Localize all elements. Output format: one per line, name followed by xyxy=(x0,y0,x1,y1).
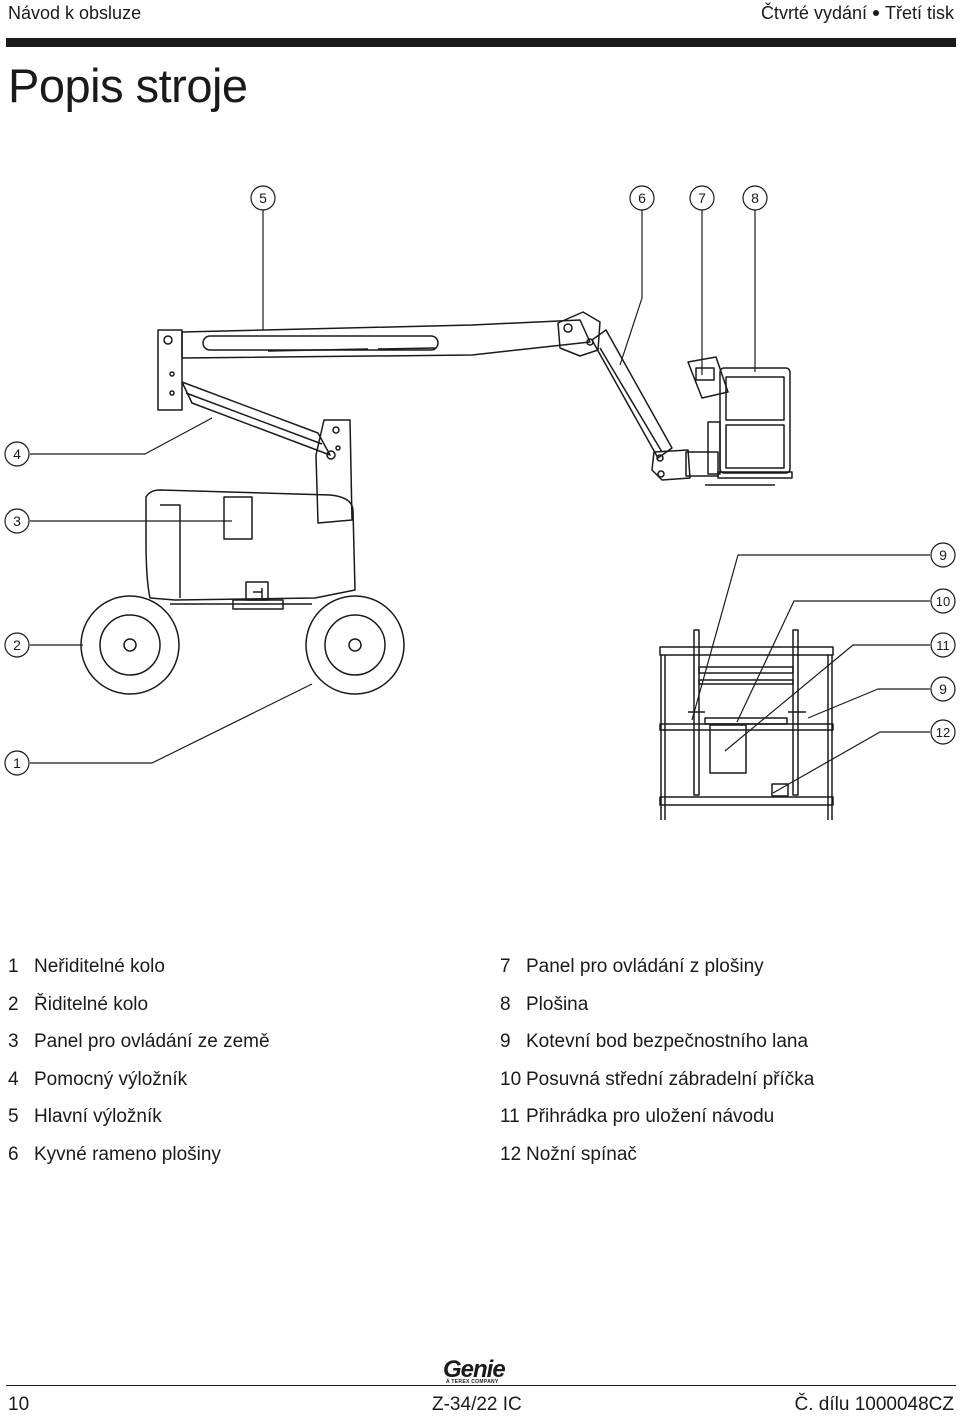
callout-4: 4 xyxy=(4,441,30,467)
main-boom xyxy=(181,311,601,359)
riser-boom xyxy=(157,329,353,524)
footer-rule xyxy=(6,1385,956,1386)
header-manual-title: Návod k obsluze xyxy=(8,3,142,23)
page-title: Popis stroje xyxy=(8,59,248,112)
svg-text:8: 8 xyxy=(751,190,759,206)
svg-text:11: 11 xyxy=(936,638,950,653)
page-number: 10 xyxy=(8,1394,30,1415)
callout-5: 5 xyxy=(250,185,276,211)
chassis xyxy=(145,489,356,610)
genie-logo: Genie A TEREX COMPANY xyxy=(443,1356,517,1386)
jib-arm xyxy=(591,329,721,481)
header-printing-text: Třetí tisk xyxy=(884,3,954,23)
callout-10: 10 xyxy=(930,588,956,614)
bullet-icon xyxy=(872,10,879,17)
svg-text:4: 4 xyxy=(13,446,21,462)
svg-text:7: 7 xyxy=(698,190,706,206)
callout-2: 2 xyxy=(4,632,30,658)
svg-text:9: 9 xyxy=(939,681,947,697)
callout-7: 7 xyxy=(689,185,715,211)
platform-side xyxy=(687,356,793,486)
svg-text:2: 2 xyxy=(13,637,21,653)
svg-text:1: 1 xyxy=(13,755,21,771)
header-edition: Čtvrté vydání Třetí tisk xyxy=(761,3,954,24)
header-edition-text: Čtvrté vydání xyxy=(760,3,867,23)
model-name: Z-34/22 IC xyxy=(432,1394,522,1415)
part-number: Č. dílu 1000048CZ xyxy=(794,1394,955,1415)
callouts: 5 6 7 8 4 3 2 1 9 10 11 9 12 xyxy=(4,185,956,776)
callout-3: 3 xyxy=(4,508,30,534)
callout-1: 1 xyxy=(4,750,30,776)
callout-9-bottom: 9 xyxy=(930,676,956,702)
machine-diagram: 5 6 7 8 4 3 2 1 9 10 11 9 12 xyxy=(4,185,956,820)
header-rule xyxy=(6,38,956,47)
callout-8: 8 xyxy=(742,185,768,211)
logo-wordmark: Genie xyxy=(443,1356,506,1383)
wheels xyxy=(80,595,405,695)
svg-text:3: 3 xyxy=(13,513,21,529)
svg-text:9: 9 xyxy=(939,547,947,563)
svg-text:5: 5 xyxy=(259,190,267,206)
callout-12: 12 xyxy=(930,719,956,745)
svg-text:6: 6 xyxy=(638,190,646,206)
callout-11: 11 xyxy=(930,632,956,658)
svg-text:10: 10 xyxy=(936,594,950,609)
leader-lines xyxy=(30,210,930,794)
logo-subtitle: A TEREX COMPANY xyxy=(446,1379,499,1385)
platform-front-view xyxy=(659,629,834,820)
svg-text:12: 12 xyxy=(936,725,950,740)
callout-9-top: 9 xyxy=(930,542,956,568)
callout-6: 6 xyxy=(629,185,655,211)
